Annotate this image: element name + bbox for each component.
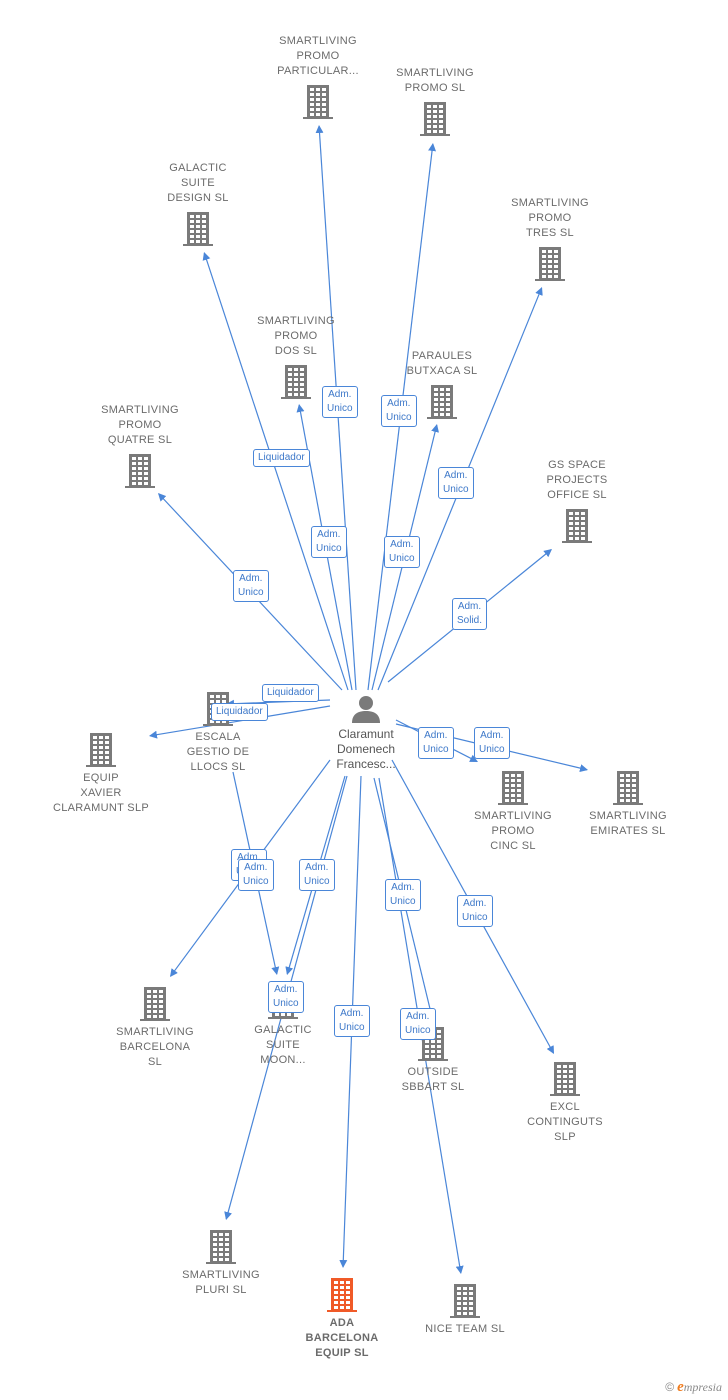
relation-badge-r15[interactable]: Adm. Unico <box>385 879 421 911</box>
relation-badge-r17[interactable]: Adm. Unico <box>268 981 304 1013</box>
edge-r3 <box>202 252 349 691</box>
building-icon[interactable] <box>128 212 268 246</box>
company-node-ada-barcelona-equip[interactable]: ADA BARCELONA EQUIP SL <box>272 1278 412 1361</box>
company-node-nice-team[interactable]: NICE TEAM SL <box>395 1284 535 1337</box>
company-node-smartliving-promo-cinc[interactable]: SMARTLIVING PROMO CINC SL <box>443 771 583 854</box>
relation-badge-r12[interactable]: Adm. Unico <box>474 727 510 759</box>
relation-badge-r4[interactable]: Adm. Unico <box>438 467 474 499</box>
company-node-smartliving-promo-dos[interactable]: SMARTLIVING PROMO DOS SL <box>226 314 366 399</box>
person-node-center[interactable]: Claramunt Domenech Francesc... <box>296 694 436 772</box>
company-label[interactable]: SMARTLIVING PROMO QUATRE SL <box>101 404 179 446</box>
relation-badge-r1[interactable]: Adm. Unico <box>322 386 358 418</box>
company-node-smartliving-promo-quatre[interactable]: SMARTLIVING PROMO QUATRE SL <box>70 403 210 488</box>
relation-badge-r19[interactable]: Adm. Unico <box>400 1008 436 1040</box>
building-icon[interactable] <box>495 1062 635 1096</box>
company-label[interactable]: SMARTLIVING PLURI SL <box>182 1269 260 1296</box>
company-node-smartliving-emirates[interactable]: SMARTLIVING EMIRATES SL <box>558 771 698 839</box>
company-node-equip-xavier[interactable]: EQUIP XAVIER CLARAMUNT SLP <box>31 733 171 816</box>
relation-badge-r14[interactable]: Adm. Unico <box>299 859 335 891</box>
brand-watermark: ©empresia <box>665 1379 722 1396</box>
company-label[interactable]: SMARTLIVING PROMO CINC SL <box>474 810 552 852</box>
company-label[interactable]: ADA BARCELONA EQUIP SL <box>305 1317 379 1359</box>
company-label[interactable]: OUTSIDE SBBART SL <box>401 1066 465 1093</box>
building-icon[interactable] <box>507 509 647 543</box>
building-icon[interactable] <box>365 102 505 136</box>
company-label[interactable]: SMARTLIVING PROMO DOS SL <box>257 315 335 357</box>
company-label[interactable]: SMARTLIVING BARCELONA SL <box>116 1026 194 1068</box>
relation-badge-r10[interactable]: Liquidador <box>211 703 268 721</box>
building-icon[interactable] <box>151 1230 291 1264</box>
person-label[interactable]: Claramunt Domenech Francesc... <box>336 727 396 771</box>
company-node-gs-space-projects[interactable]: GS SPACE PROJECTS OFFICE SL <box>507 458 647 543</box>
company-label[interactable]: GALACTIC SUITE DESIGN SL <box>167 162 229 204</box>
relation-badge-r16[interactable]: Adm. Unico <box>457 895 493 927</box>
building-icon[interactable] <box>85 987 225 1021</box>
relation-badge-r8[interactable]: Adm. Solid. <box>452 598 488 630</box>
company-label[interactable]: NICE TEAM SL <box>425 1323 505 1335</box>
brand-name: mpresia <box>683 1380 722 1394</box>
relation-badge-r2[interactable]: Adm. Unico <box>381 395 417 427</box>
relation-badge-r18[interactable]: Adm. Unico <box>334 1005 370 1037</box>
company-label[interactable]: SMARTLIVING EMIRATES SL <box>589 810 667 837</box>
building-icon[interactable] <box>248 85 388 119</box>
building-icon[interactable] <box>558 771 698 805</box>
company-node-smartliving-promo-tres[interactable]: SMARTLIVING PROMO TRES SL <box>480 196 620 281</box>
relation-badge-r7[interactable]: Adm. Unico <box>233 570 269 602</box>
building-icon[interactable] <box>70 454 210 488</box>
building-icon[interactable] <box>226 365 366 399</box>
building-icon[interactable] <box>31 733 171 767</box>
building-icon[interactable] <box>395 1284 535 1318</box>
company-node-smartliving-barcelona[interactable]: SMARTLIVING BARCELONA SL <box>85 987 225 1070</box>
building-icon[interactable] <box>480 247 620 281</box>
company-node-smartliving-pluri[interactable]: SMARTLIVING PLURI SL <box>151 1230 291 1298</box>
relation-badge-r5[interactable]: Adm. Unico <box>311 526 347 558</box>
building-icon[interactable] <box>443 771 583 805</box>
brand-logo-letter: e <box>677 1379 684 1395</box>
company-node-smartliving-promo-particular[interactable]: SMARTLIVING PROMO PARTICULAR... <box>248 34 388 119</box>
company-label[interactable]: SMARTLIVING PROMO PARTICULAR... <box>277 35 359 77</box>
company-label[interactable]: GS SPACE PROJECTS OFFICE SL <box>546 459 608 501</box>
company-label[interactable]: EXCL CONTINGUTS SLP <box>527 1101 603 1143</box>
relation-badge-r6[interactable]: Adm. Unico <box>384 536 420 568</box>
relation-badge-r11[interactable]: Adm. Unico <box>418 727 454 759</box>
relation-badge-r9[interactable]: Liquidador <box>262 684 319 702</box>
building-icon[interactable] <box>272 1278 412 1312</box>
company-node-paraules-butxaca[interactable]: PARAULES BUTXACA SL <box>372 349 512 419</box>
company-label[interactable]: EQUIP XAVIER CLARAMUNT SLP <box>53 772 149 814</box>
company-label[interactable]: SMARTLIVING PROMO SL <box>396 67 474 94</box>
building-icon[interactable] <box>372 385 512 419</box>
company-label[interactable]: GALACTIC SUITE MOON... <box>254 1024 312 1066</box>
relation-badge-overlap[interactable]: Adm. Unico <box>238 859 274 891</box>
company-node-galactic-suite-design[interactable]: GALACTIC SUITE DESIGN SL <box>128 161 268 246</box>
company-label[interactable]: PARAULES BUTXACA SL <box>406 350 478 377</box>
company-node-smartliving-promo[interactable]: SMARTLIVING PROMO SL <box>365 66 505 136</box>
person-icon[interactable] <box>296 694 436 724</box>
company-label[interactable]: SMARTLIVING PROMO TRES SL <box>511 197 589 239</box>
relation-badge-r3[interactable]: Liquidador <box>253 449 310 467</box>
copyright-symbol: © <box>665 1380 675 1394</box>
company-node-excl-continguts[interactable]: EXCL CONTINGUTS SLP <box>495 1062 635 1145</box>
company-label[interactable]: ESCALA GESTIO DE LLOCS SL <box>186 731 250 773</box>
